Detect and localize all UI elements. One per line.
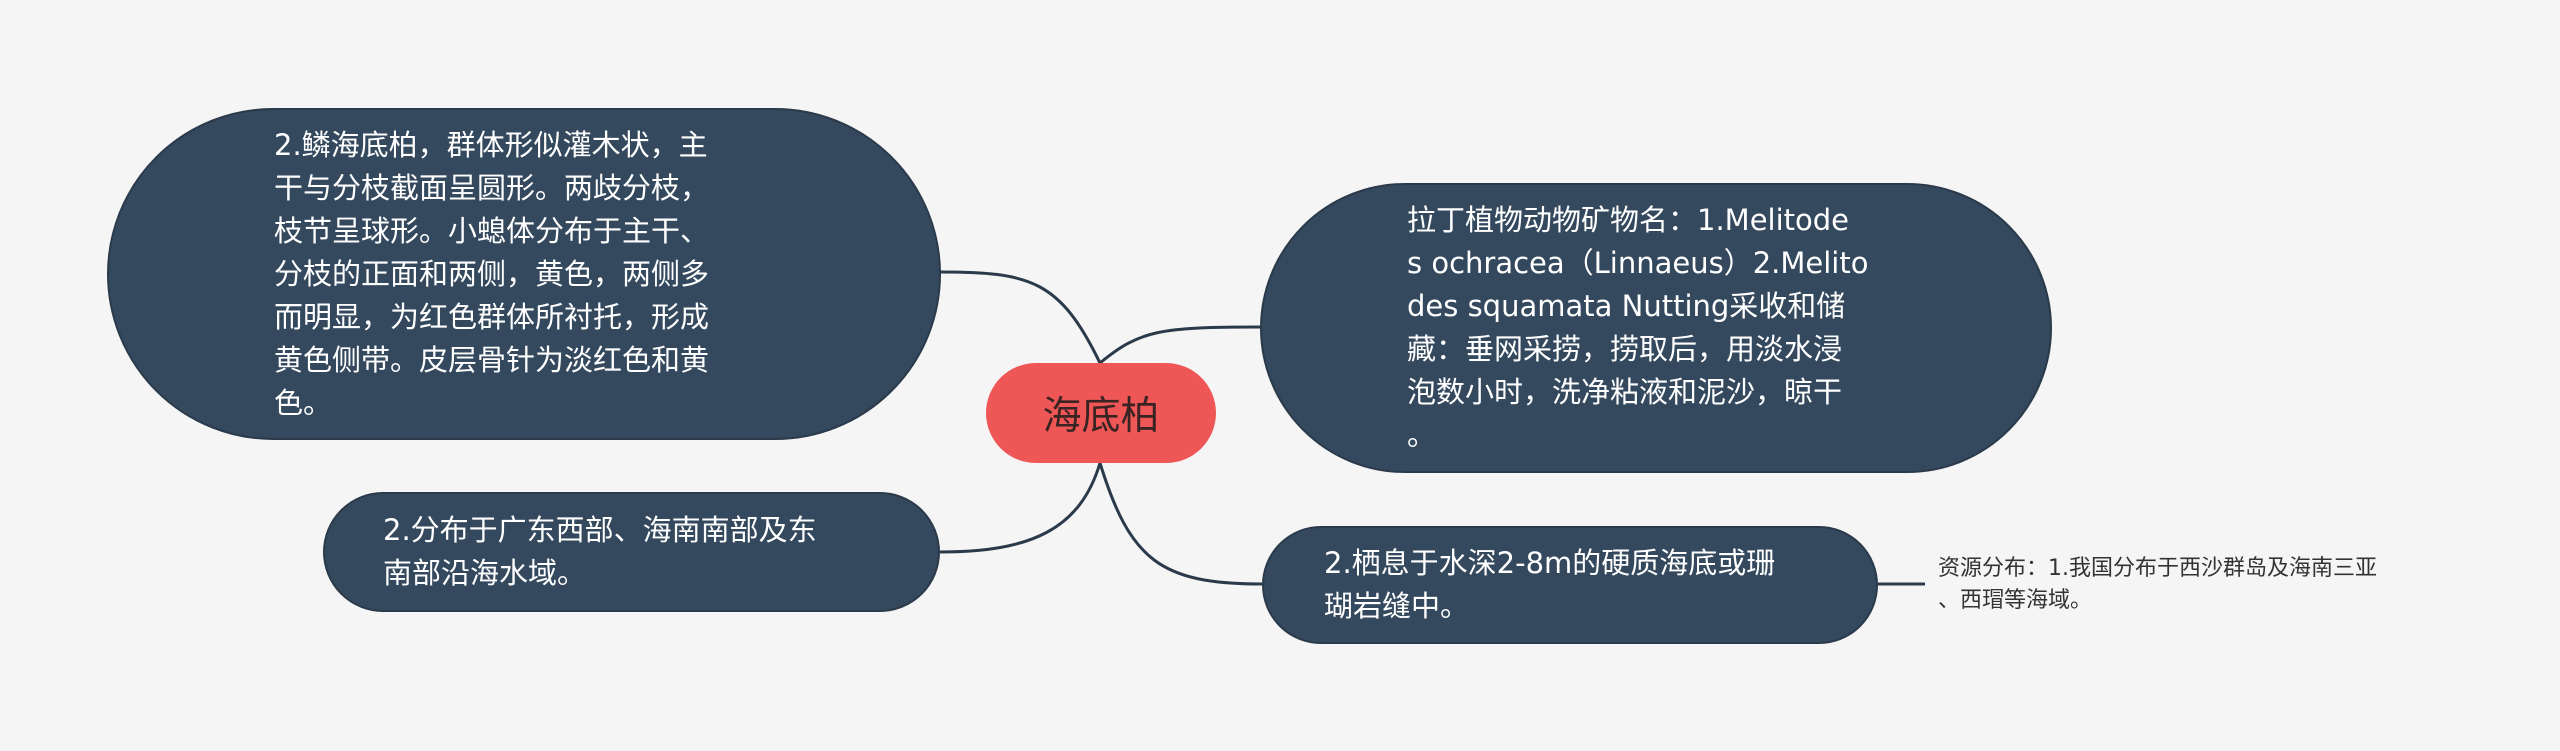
- root-label: 海底柏: [1042, 394, 1160, 439]
- text-line: 2.鳞海底柏，群体形似灌木状，主: [274, 127, 708, 162]
- text-line: 藏：垂网采捞，捞取后，用淡水浸: [1407, 332, 1843, 366]
- text-line: 南部沿海水域。: [383, 556, 587, 590]
- text-line: 2.分布于广东西部、海南南部及东: [383, 513, 817, 547]
- text-line: 干与分枝截面呈圆形。两歧分枝，: [274, 170, 710, 205]
- link-root-distribution: [939, 462, 1102, 554]
- text-line: 泡数小时，洗净粘液和泥沙，晾干: [1407, 375, 1843, 409]
- link-root-morphology: [939, 270, 1102, 364]
- root-node[interactable]: 海底柏: [986, 363, 1216, 463]
- node-habitat[interactable]: 2.栖息于水深2-8m的硬质海底或珊瑚岩缝中。: [1262, 526, 1878, 644]
- text-line: 拉丁植物动物矿物名：1.Melitode: [1407, 203, 1850, 237]
- text-line: 而明显，为红色群体所衬托，形成: [274, 299, 710, 334]
- text-line: 分枝的正面和两侧，黄色，两侧多: [274, 256, 710, 291]
- node-morphology-text: 2.鳞海底柏，群体形似灌木状，主干与分枝截面呈圆形。两歧分枝， 枝节呈球形。小螅体…: [274, 124, 709, 425]
- text-line: 资源分布：1.我国分布于西沙群岛及海南三亚: [1938, 556, 2377, 581]
- node-habitat-text: 2.栖息于水深2-8m的硬质海底或珊瑚岩缝中。: [1324, 542, 1775, 628]
- link-root-latin: [1099, 325, 1263, 365]
- node-distribution[interactable]: 2.分布于广东西部、海南南部及东南部沿海水域。: [323, 492, 940, 612]
- text-line: 。: [1407, 418, 1437, 452]
- node-morphology[interactable]: 2.鳞海底柏，群体形似灌木状，主干与分枝截面呈圆形。两歧分枝， 枝节呈球形。小螅体…: [107, 108, 941, 440]
- text-line: 、西瑁等海域。: [1938, 588, 2093, 613]
- text-line: 黄色侧带。皮层骨针为淡红色和黄: [274, 342, 710, 377]
- text-line: 瑚岩缝中。: [1324, 589, 1470, 623]
- link-root-habitat: [1098, 462, 1263, 586]
- text-line: 色。: [274, 385, 333, 420]
- node-distribution-text: 2.分布于广东西部、海南南部及东南部沿海水域。: [383, 509, 817, 595]
- node-resource-distribution[interactable]: 资源分布：1.我国分布于西沙群岛及海南三亚、西瑁等海域。: [1938, 553, 2377, 617]
- text-line: 2.栖息于水深2-8m的硬质海底或珊: [1324, 546, 1776, 580]
- text-line: des squamata Nutting采收和储: [1407, 289, 1846, 323]
- text-line: 枝节呈球形。小螅体分布于主干、: [274, 213, 710, 248]
- text-line: s ochracea（Linnaeus）2.Melito: [1407, 246, 1869, 280]
- node-latin-name-text: 拉丁植物动物矿物名：1.Melitode s ochracea（Linnaeus）…: [1407, 199, 1868, 457]
- node-latin-name[interactable]: 拉丁植物动物矿物名：1.Melitode s ochracea（Linnaeus）…: [1260, 183, 2052, 473]
